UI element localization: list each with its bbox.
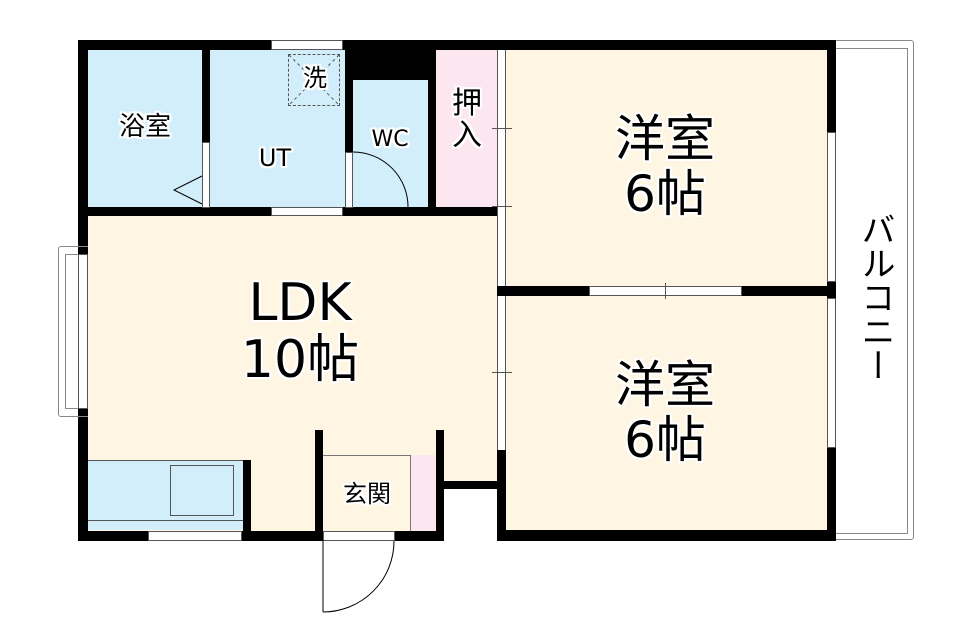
door-mark [492, 206, 512, 207]
bedroom-2-size: 6帖 [624, 411, 706, 469]
wall [315, 430, 323, 541]
closet-label-line2: 入 [452, 117, 482, 153]
kitchen-counter [88, 460, 243, 530]
bedroom-2 [505, 296, 827, 530]
bedroom-1-name: 洋室 [615, 110, 715, 168]
kitchen-sink [170, 465, 234, 516]
balcony [834, 40, 914, 540]
window-frame [65, 254, 78, 409]
entrance-notch [443, 485, 498, 541]
wall [346, 40, 435, 80]
window [271, 40, 343, 50]
door-mark [492, 128, 512, 129]
sliding-door[interactable] [497, 50, 506, 286]
wall [78, 40, 835, 50]
bedroom-1 [505, 50, 827, 286]
wall [497, 450, 506, 541]
shoe-cabinet [410, 455, 437, 531]
closet [435, 50, 497, 208]
wall [497, 530, 836, 541]
bath-door[interactable] [202, 142, 210, 208]
wall [202, 40, 210, 216]
door-swing-icon [353, 151, 409, 209]
toilet-room [353, 80, 429, 208]
door-swing-icon [322, 540, 395, 613]
bathroom [88, 50, 204, 208]
sliding-door[interactable] [497, 296, 506, 450]
entrance-door[interactable] [323, 531, 395, 541]
wall [243, 460, 251, 540]
closet-label: 押 入 [438, 88, 496, 151]
wall [428, 40, 436, 216]
ldk-size: 10帖 [240, 330, 360, 391]
washer-label: 洗 [303, 64, 327, 92]
ldk-name: LDK [248, 273, 352, 333]
ut-label: UT [258, 144, 292, 172]
bedroom-1-label: 洋室 6帖 [585, 112, 745, 222]
window [78, 254, 88, 409]
wc-door[interactable] [345, 152, 353, 208]
closet-label-line1: 押 [452, 86, 482, 121]
door-swing-icon [172, 175, 203, 205]
window [827, 298, 836, 448]
wall [345, 40, 353, 216]
wall [436, 481, 501, 489]
utility-room [210, 50, 346, 208]
wc-label: WC [371, 127, 409, 152]
wall [395, 531, 443, 541]
window [827, 132, 836, 282]
sliding-door-mark [665, 283, 666, 299]
balcony-label: バルコニー [855, 212, 895, 382]
window [271, 207, 343, 216]
window [148, 531, 242, 541]
entrance-label: 玄関 [343, 480, 391, 508]
window-frame [58, 246, 88, 417]
bath-label: 浴室 [118, 112, 171, 142]
ldk-label: LDK 10帖 [210, 273, 390, 391]
washer-space [288, 54, 340, 106]
bedroom-2-name: 洋室 [615, 356, 715, 414]
door-mark [492, 372, 512, 373]
bedroom-1-size: 6帖 [624, 165, 706, 223]
kitchen-counter-edge [88, 520, 243, 521]
bedroom-2-label: 洋室 6帖 [585, 358, 745, 468]
balcony-inner-rail [834, 48, 908, 534]
